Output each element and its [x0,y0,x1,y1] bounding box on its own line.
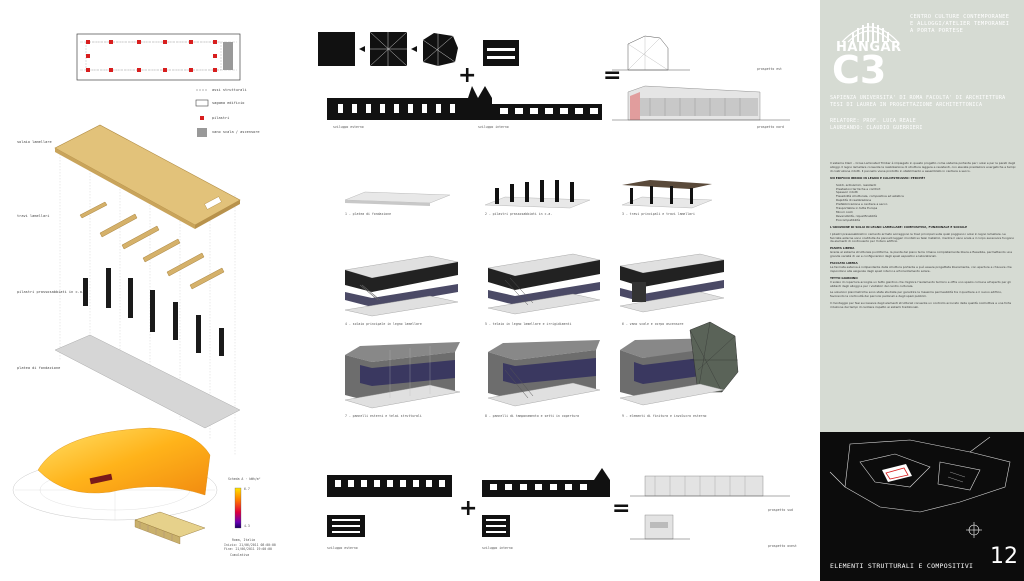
university-line-2: TESI DI LAUREA IN PROGETTAZIONE ARCHITET… [830,102,983,108]
label-sviluppo-interno-bottom: sviluppo interno [482,546,513,550]
heading-4: FACCIATA LIBERA [830,261,858,266]
solar-analysis [12,427,242,545]
step-caption-4: 4 - solaio principale in legno lamellare [345,322,422,326]
solar-date-2: Fine: 21/06/2011 19:00:00 [224,547,272,551]
solar-calc: Cumulativa [230,553,250,557]
plus-operator-bottom: + [459,496,478,521]
bottom-process [327,468,790,540]
site-plan [829,436,1011,538]
paragraph-1: Il sistema Xlam – Cross Laminated Timber… [830,161,1016,173]
sidebar-info-panel: HANGAR C3 CENTRO CULTURE CONTEMPORANEE E… [820,0,1024,432]
label-prospetto-ovest: prospetto ovest [768,544,797,548]
legend-swatches [195,89,209,137]
equals-operator-bottom: = [612,496,631,521]
legend-label-outline: sagoma edificio [212,101,245,105]
sidebar: HANGAR C3 CENTRO CULTURE CONTEMPORANEE E… [820,0,1024,581]
paragraph-5: Il solaio di copertura accoglie un tetto… [830,279,1011,288]
subtitle-line-1: CENTRO CULTURE CONTEMPORANEE [910,14,1010,20]
legend-label-stairs: vano scala / ascensore [212,130,260,134]
equals-operator-top: = [603,63,622,88]
people-line-1: RELATORE: PROF. LUCA REALE [830,118,917,124]
label-sviluppo-esterno-bottom: sviluppo esterno [327,546,358,550]
label-sviluppo-interno-top: sviluppo interno [478,125,509,129]
solar-scale-title: Scheda A · kWh/m² [228,477,261,481]
footer-title: ELEMENTI STRUTTURALI E COMPOSITIVI [830,562,974,570]
step-caption-9: 9 - elementi di finitura e involucro est… [622,414,707,418]
step-caption-2: 2 - pilastri prassosabbiati in c.a. [485,212,553,216]
subtitle-line-2: E ALLOGGI/ATELIER TEMPORANEI [910,21,1010,27]
label-pillars: pilastri prassosabbiati in c.a. [17,290,85,294]
solar-date-1: Inizio: 21/06/2011 08:00:00 [224,543,276,547]
label-prospetto-nord: prospetto nord [757,125,784,129]
solar-scale-min: 4.3 [244,524,250,528]
exploded-axonometric [54,124,241,455]
label-prospetto-sud: prospetto sud [768,508,793,512]
step-caption-8: 8 - pannelli di tamponamento e setti in … [485,414,580,418]
step-caption-5: 5 - telaio in legno lamellare e irrigidi… [485,322,572,326]
heading-5: TETTO GIARDINO [830,275,858,280]
description-text: Il sistema Xlam – Cross Laminated Timber… [830,161,1016,313]
sidebar-site-plan-panel: 12 ELEMENTI STRUTTURALI E COMPOSITIVI [820,432,1024,581]
bullet-item: Solidi, antisismici, resistenti [836,182,877,187]
legend-label-pillars: pilastri [212,116,230,120]
step-caption-3: 3 - travi principali e travi lamellari [622,212,695,216]
legend-label-axes: assi strutturali [212,88,247,92]
top-process [318,31,790,121]
north-arrow-icon [966,522,982,538]
bullet-list: Solidi, antisismici, resistenti Prestazi… [836,182,1016,223]
paragraph-4: La facciata esterna è indipendente dalla… [830,264,1012,273]
step-caption-6: 6 - vano scale e corpo ascensore [622,322,684,326]
step-caption-7: 7 - pannelli esterni e telai strutturali [345,414,422,418]
bullet-item: Trasportabile in tutta Europa [836,206,878,211]
bullet-item: Prefabbricazione e cantiere a secco [836,202,888,207]
hangar-logo [841,23,899,43]
plus-operator-top: + [458,63,477,88]
label-sviluppo-esterno-top: sviluppo esterno [333,125,364,129]
solar-location: Roma, Italia [232,538,256,542]
label-beams: travi lamellari [17,214,50,218]
structural-plan [76,33,241,81]
bullet-item: Reversibilità, riqualificabilità [836,213,877,218]
paragraph-3: Grazie al sistema strutturale puntiforme… [830,250,1013,259]
label-slab: solaio lamellare [17,140,52,144]
bullet-item: Spessori ridotti [836,190,858,195]
bullet-item: Flessibilità strutturale, compositiva ed… [836,194,904,199]
bullet-item: Prestazioni termiche e comfort [836,186,881,191]
construction-steps [344,180,739,409]
logo-text-hangar: HANGAR [836,40,902,55]
heading-1: UN EDIFICIO IBRIDO IN LEGNO E CALCESTRUZ… [830,175,926,180]
bullet-item: Ecocompatibilità [836,217,861,222]
solar-scale-max: 6.7 [244,487,250,491]
heading-2: L'ADOZIONE DI SOLAI IN LEGNO LAMELLARE: … [830,224,968,229]
label-prospetto-est: prospetto est [757,67,782,71]
subtitle-line-3: A PORTA PORTESE [910,28,964,34]
bullet-item: Rapidità di realizzazione [836,198,872,203]
logo-text-c3: C3 [832,48,887,92]
paragraph-6: Le soluzioni planimetriche sono state st… [830,290,1002,299]
heading-3: PIANTA LIBERA [830,246,855,251]
people-line-2: LAUREANDO: CLAUDIO GUERRIERI [830,125,923,131]
label-foundation: platea di fondazione [17,366,61,370]
paragraph-2: I pilastri prassosabbiati in cemento arm… [830,231,1015,244]
page-number: 12 [990,544,1018,569]
bullet-item: Minori costi [836,209,853,214]
paragraph-7: Il montaggio per fasi successive degli e… [830,301,1012,310]
university-line-1: SAPIENZA UNIVERSITA' DI ROMA FACOLTA' DI… [830,95,1006,101]
step-caption-1: 1 - platea di fondazione [345,212,392,216]
